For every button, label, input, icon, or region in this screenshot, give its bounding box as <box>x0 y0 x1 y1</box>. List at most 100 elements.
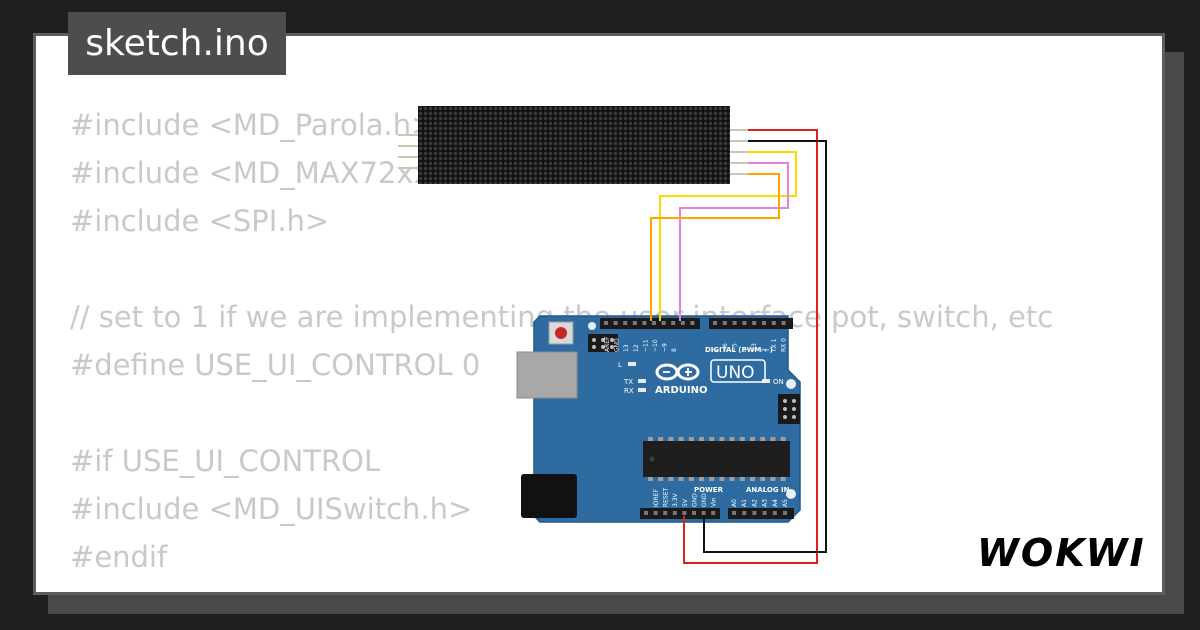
status-leds: L TX RX ON <box>618 361 784 395</box>
header-pin[interactable] <box>711 511 716 515</box>
reset-button[interactable] <box>548 321 574 345</box>
header-pin[interactable] <box>783 511 787 515</box>
matrix-right-pins <box>730 129 748 175</box>
clk-wire <box>650 173 780 321</box>
rx-led-label: RX <box>624 387 634 395</box>
cs-wire <box>679 162 789 321</box>
din-wire <box>659 151 797 321</box>
analog-label: ANALOG IN <box>746 486 790 494</box>
pin-label: ~10 <box>652 339 659 352</box>
logo-text: WOKWI <box>977 531 1146 575</box>
pin-label: RESET <box>663 487 670 507</box>
code-line: #endif <box>70 540 168 574</box>
header-pin[interactable] <box>671 321 676 325</box>
pin-label: 7 <box>712 348 719 352</box>
pin-label: Vin <box>711 497 718 507</box>
header-pin[interactable] <box>722 321 727 325</box>
header-pin[interactable] <box>613 321 618 325</box>
pin-label: IOREF <box>653 489 660 507</box>
pin-label: 8 <box>671 348 678 352</box>
arduino-logo: ARDUINO UNO <box>655 359 766 396</box>
header-pin[interactable] <box>672 511 677 515</box>
vcc-wire <box>683 129 818 564</box>
icsp-header <box>588 334 618 352</box>
pin-label: A4 <box>772 499 779 507</box>
header-pin[interactable] <box>623 321 628 325</box>
led-matrix-module[interactable] <box>398 106 748 184</box>
code-line: #include <MD_UISwitch.h> <box>70 492 473 526</box>
header-pin[interactable] <box>652 321 656 325</box>
on-led <box>762 379 770 383</box>
pin-label: ~5 <box>732 343 739 352</box>
header-pin[interactable] <box>772 511 777 515</box>
led-dots <box>418 106 730 184</box>
header-pin[interactable] <box>752 321 757 325</box>
header-pin[interactable] <box>781 321 786 325</box>
pin-label: ~6 <box>722 343 729 352</box>
power-label: POWER <box>694 486 724 494</box>
header-pin[interactable] <box>642 321 647 325</box>
file-tab[interactable]: sketch.ino <box>68 12 286 75</box>
header-pin[interactable] <box>663 511 668 515</box>
gnd-wire <box>703 140 827 553</box>
header-pin[interactable] <box>762 321 766 325</box>
rx-led <box>638 388 646 392</box>
header-pin[interactable] <box>762 511 767 515</box>
header-pin[interactable] <box>732 321 737 325</box>
analog-header <box>728 508 794 519</box>
model-label: UNO <box>716 363 755 383</box>
header-pin[interactable] <box>713 321 717 325</box>
header-pin[interactable] <box>742 321 747 325</box>
digital-header-left <box>600 318 700 329</box>
dc-power-jack <box>521 474 577 518</box>
header-pin[interactable] <box>742 511 747 515</box>
pin-label: GND <box>614 338 621 352</box>
pin-label: 13 <box>623 344 630 352</box>
header-pin[interactable] <box>653 511 658 515</box>
power-header <box>640 508 720 519</box>
pin-label: A0 <box>731 499 738 507</box>
header-pin[interactable] <box>661 321 666 325</box>
tx-led-label: TX <box>623 378 633 386</box>
wires <box>650 129 827 564</box>
pin-label: TX 1 <box>771 338 778 353</box>
l-led-label: L <box>618 361 622 369</box>
tx-led <box>638 379 646 383</box>
header-pin[interactable] <box>682 511 687 515</box>
wokwi-logo[interactable]: WOKWI <box>975 528 1153 578</box>
pin-label: A3 <box>762 499 769 507</box>
pin-label: 3.3V <box>672 492 679 507</box>
infinity-icon <box>655 363 700 381</box>
pin-label: A1 <box>741 499 748 507</box>
header-pin[interactable] <box>732 511 736 515</box>
header-pin[interactable] <box>701 511 706 515</box>
header-pin[interactable] <box>680 321 685 325</box>
header-pin[interactable] <box>632 321 637 325</box>
pin-label: 2 <box>761 348 768 352</box>
code-line: #if USE_UI_CONTROL <box>70 444 381 478</box>
usb-port <box>516 351 578 399</box>
pin-label: ~11 <box>642 339 649 352</box>
icsp-header-right <box>778 394 800 424</box>
header-pin[interactable] <box>771 321 776 325</box>
header-pins <box>604 321 787 515</box>
pin-label: GND <box>701 493 708 507</box>
brand-label: ARDUINO <box>655 385 707 396</box>
l-led <box>628 362 636 366</box>
pin-label: 5V <box>682 498 689 507</box>
header-pin[interactable] <box>690 321 695 325</box>
on-led-label: ON <box>773 378 784 386</box>
header-pin[interactable] <box>644 511 648 515</box>
pin-label: RX 0 <box>781 338 788 352</box>
code-line: #define USE_UI_CONTROL 0 <box>70 348 481 382</box>
pin-label: AREF <box>604 336 611 352</box>
header-pin[interactable] <box>752 511 757 515</box>
header-pin[interactable] <box>604 321 608 325</box>
code-line: #include <SPI.h> <box>70 204 330 238</box>
header-pin[interactable] <box>692 511 696 515</box>
pin-label: A2 <box>751 499 758 507</box>
